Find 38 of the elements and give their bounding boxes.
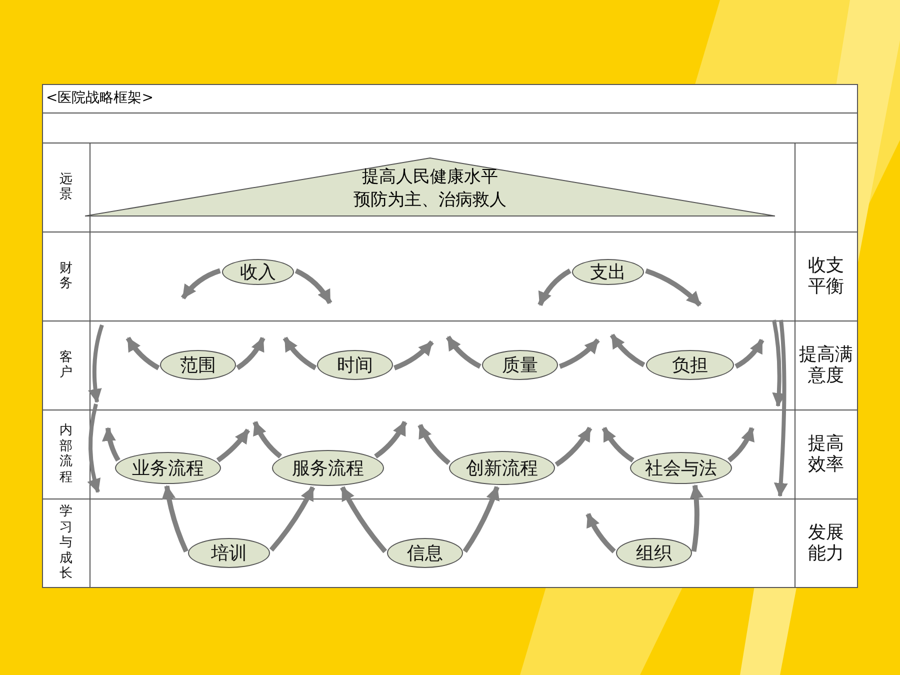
arrow (282, 336, 317, 370)
arrow (462, 486, 500, 553)
arrow (180, 268, 221, 300)
arrow (558, 338, 600, 369)
arrow (734, 338, 764, 369)
arrow (126, 336, 160, 370)
arrow (394, 340, 434, 370)
row-label: 学习与成长 (58, 504, 74, 582)
arrow (162, 485, 188, 553)
arrow (374, 420, 408, 459)
arrow (645, 268, 702, 307)
arrow (446, 336, 482, 369)
arrow (236, 336, 266, 370)
arrow (252, 421, 282, 458)
arrow (269, 486, 316, 552)
row-label: 发展能力 (807, 522, 845, 565)
arrow (216, 428, 250, 462)
arrow (610, 334, 646, 368)
arrow (102, 427, 120, 462)
arrow (690, 484, 704, 552)
arrow (538, 268, 572, 306)
row-label: 提高满意度 (798, 344, 854, 387)
row-label: 客户 (58, 350, 74, 381)
row-label: 内部流程 (58, 423, 74, 486)
table-title: <医院战略框架> (46, 89, 154, 107)
triangle-text: 预防为主、治病救人 (352, 189, 508, 211)
arrow (727, 427, 754, 462)
triangle-text: 提高人民健康水平 (361, 166, 499, 188)
arrow (602, 426, 634, 462)
row-label: 财务 (58, 260, 74, 292)
arrow (340, 486, 388, 554)
row-label: 收支平衡 (807, 254, 845, 298)
arrow (294, 268, 332, 304)
arrow (554, 426, 592, 467)
arrow (418, 424, 450, 466)
row-label: 远景 (58, 172, 74, 203)
arrow (586, 513, 616, 554)
row-label: 提高效率 (807, 432, 845, 476)
